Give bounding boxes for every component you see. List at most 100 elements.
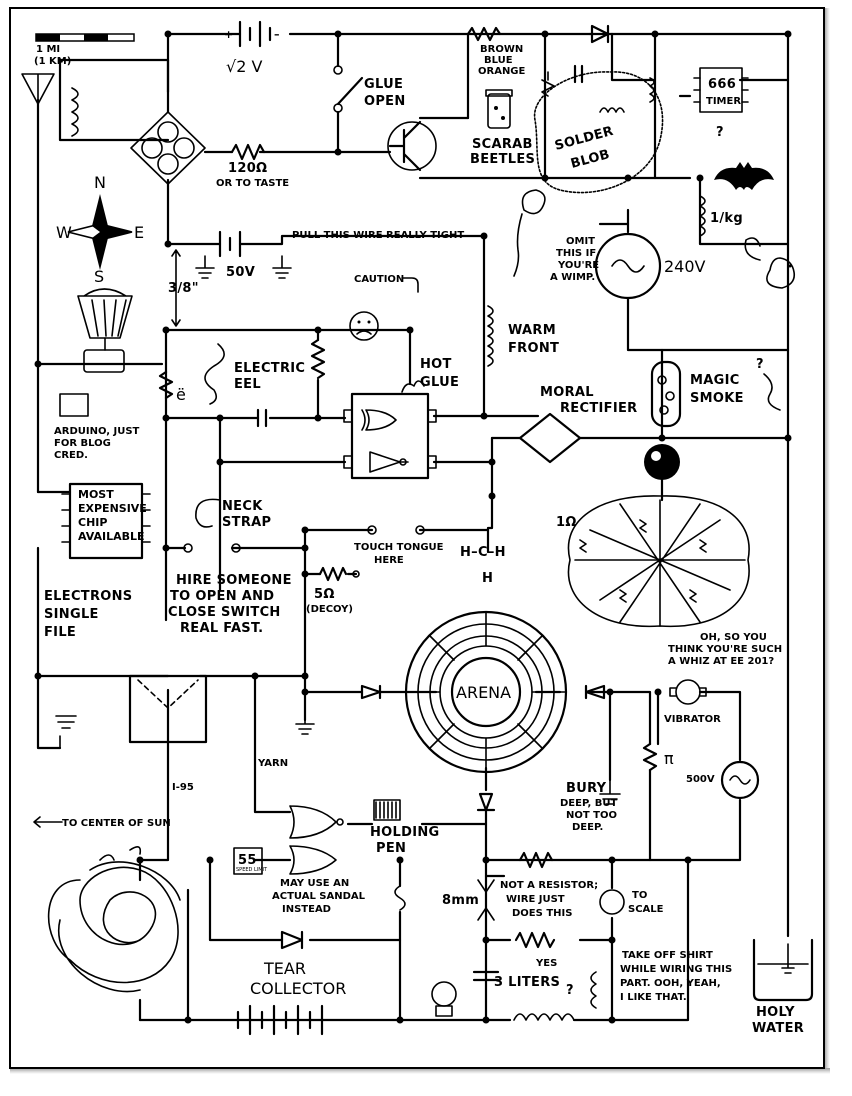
arduino-icon [59, 393, 89, 417]
liters-label: 3 LITERS [494, 975, 560, 990]
chip-label-4: AVAILABLE [78, 530, 145, 543]
lamp-tower-icon [77, 288, 133, 373]
transistor-icon [387, 120, 437, 172]
compass-e: E [134, 223, 144, 242]
holy-water-label-1: HOLY [756, 1005, 795, 1020]
antenna-icon [21, 73, 55, 105]
not-resistor-label-2: WIRE JUST [506, 894, 565, 905]
diode-arena-left [360, 684, 382, 700]
moral-label-2: RECTIFIER [560, 401, 637, 416]
blue-label: BLUE [484, 55, 513, 66]
timer-number: 666 [708, 77, 736, 92]
compass-s: S [94, 267, 104, 286]
yarn-label: YARN [257, 758, 288, 769]
scale-bar: 1 MI (1 KM) [34, 33, 135, 67]
electrons-label-2: SINGLE [44, 607, 99, 622]
pot-icon [541, 71, 555, 97]
vibrator-icon [669, 679, 707, 705]
neck-strap-label-2: STRAP [222, 515, 271, 530]
ac-source-240-icon [594, 232, 662, 300]
magic-smoke-label-1: MAGIC [690, 373, 740, 388]
arduino-label-1: ARDUINO, JUST [54, 426, 140, 437]
battery-top-label: √2 V [226, 57, 262, 76]
scarab-jar-icon [485, 89, 513, 129]
frame-shadow-right [824, 8, 830, 1073]
resistor-vertical-icon [310, 338, 326, 380]
or-to-taste-label: OR TO TASTE [216, 178, 289, 189]
compass-n: N [94, 173, 106, 192]
ground-mid-icon [295, 719, 315, 735]
timer-chip-icon [693, 67, 749, 113]
holding-pen-icon [373, 799, 401, 821]
coil-timer-icon [649, 77, 655, 103]
ground-icon-1 [195, 255, 215, 279]
expensive-chip-icon [61, 482, 151, 560]
one-ohm-label: 1Ω [556, 515, 577, 530]
sandal-label-3: INSTEAD [282, 904, 331, 915]
junction-dots [34, 30, 792, 1024]
q2-label: ? [566, 983, 574, 998]
warm-front-coil-icon [487, 305, 494, 367]
hch-label: H–C–H [460, 545, 506, 560]
bat-icon [714, 162, 774, 190]
resistor-5ohm-icon [318, 566, 348, 582]
omit-label-4: A WIMP. [550, 272, 595, 283]
scale-mi: 1 MI [36, 44, 60, 55]
three-eighths-label: 3/8" [168, 281, 199, 296]
sun-arrow-icon [33, 816, 63, 828]
resistor-pi-icon [642, 742, 658, 772]
caution-label: CAUTION [354, 274, 404, 285]
tongue-contact-right [415, 525, 425, 535]
bury-label-2: DEEP, BUT [560, 798, 617, 809]
glue-switch-icon [333, 65, 364, 113]
v500-label: 500V [686, 774, 715, 785]
timer-question: ? [716, 125, 724, 140]
kg-label: 1/kg [710, 211, 743, 226]
arena-icon [404, 610, 568, 774]
vibrator-label: VIBRATOR [664, 714, 721, 725]
to-scale-label-1: TO [632, 890, 647, 901]
shirt-label-2: WHILE WIRING THIS [620, 964, 732, 975]
logic-gates-icon [289, 805, 344, 875]
neck-strap-icon [195, 498, 221, 528]
magic-smoke-label-2: SMOKE [690, 391, 744, 406]
omit-label-3: YOU'RE [557, 260, 599, 271]
sad-face-icon [349, 311, 379, 341]
to-sun-label: TO CENTER OF SUN [62, 818, 171, 829]
to-scale-lamp-icon [599, 889, 625, 915]
capacitor-3l-icon [472, 970, 500, 982]
diode-top-icon [588, 24, 614, 44]
svg-text:+: + [224, 28, 233, 41]
bury-label-1: BURY [566, 781, 607, 796]
speed-label-1: 55 [238, 853, 257, 868]
hot-glue-label-2: GLUE [420, 375, 459, 390]
arduino-label-2: FOR BLOG [54, 438, 111, 449]
highway-merge-icon [128, 674, 208, 744]
smoke-question: ? [756, 357, 764, 372]
arena-label: ARENA [456, 683, 511, 702]
svg-text:–: – [274, 28, 280, 41]
neck-strap-label-1: NECK [222, 499, 263, 514]
compass-w: W [56, 223, 72, 242]
chip-label-1: MOST [78, 488, 114, 501]
hire-switch-contact [231, 543, 241, 553]
electrons-label-1: ELECTRONS [44, 589, 132, 604]
ohm5-label: 5Ω [314, 587, 335, 602]
glue-drip-icon [401, 380, 425, 393]
holy-water-label-2: WATER [752, 1021, 804, 1036]
decoy-terminal [352, 570, 360, 578]
pi-label: π [664, 749, 674, 768]
to-scale-label-2: SCALE [628, 904, 664, 915]
whiz-label-3: A WHIZ AT EE 201? [668, 656, 774, 667]
omit-label-1: OMIT [566, 236, 595, 247]
mm8-label: 8mm [442, 893, 479, 908]
v240-label: 240V [664, 257, 706, 276]
light-bulb-icon [431, 981, 457, 1017]
touch-tongue-label-2: HERE [374, 555, 404, 566]
h-label: H [482, 571, 493, 586]
i95-label: I-95 [172, 782, 194, 793]
ac-source-500-icon [720, 760, 760, 800]
ground-bury-icon [599, 779, 621, 805]
